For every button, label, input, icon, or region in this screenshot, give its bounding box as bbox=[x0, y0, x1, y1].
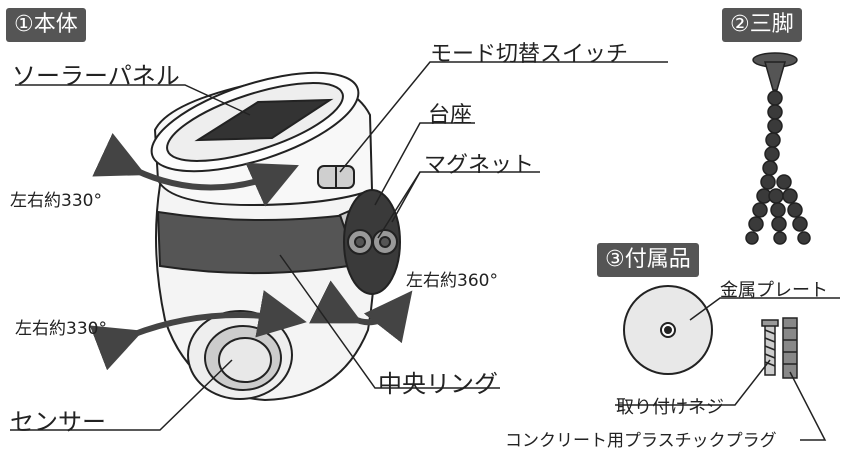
leader-lines bbox=[10, 61, 668, 431]
label-sensor: センサー bbox=[10, 408, 106, 436]
arrow-bottom bbox=[89, 290, 307, 371]
label-solar-panel: ソーラーパネル bbox=[12, 62, 180, 90]
label-center-ring: 中央リング bbox=[378, 370, 498, 398]
center-ring bbox=[156, 210, 374, 275]
section-tag-tripod: ②三脚 bbox=[722, 8, 802, 42]
arrow-mount bbox=[309, 280, 413, 344]
section-tag-accessories: ③付属品 bbox=[597, 243, 699, 277]
label-plastic-plug: コンクリート用プラスチックプラグ bbox=[505, 431, 777, 451]
label-mode-switch: モード切替スイッチ bbox=[430, 42, 629, 67]
metal-plate bbox=[623, 285, 713, 375]
plastic-plug bbox=[782, 317, 798, 379]
section-tag-body: ①本体 bbox=[6, 8, 86, 42]
arrow-top bbox=[92, 133, 299, 207]
tripod bbox=[745, 52, 811, 245]
label-screw: 取り付けネジ bbox=[616, 397, 724, 418]
label-base: 台座 bbox=[428, 103, 473, 128]
label-metal-plate: 金属プレート bbox=[720, 280, 828, 301]
sensor bbox=[187, 310, 293, 400]
mount bbox=[338, 189, 401, 295]
label-rotation-mount: 左右約360° bbox=[406, 271, 498, 291]
screw bbox=[761, 319, 779, 376]
label-magnet: マグネット bbox=[424, 153, 535, 178]
label-rotation-bottom: 左右約330° bbox=[15, 319, 107, 339]
label-rotation-top: 左右約330° bbox=[10, 191, 102, 211]
